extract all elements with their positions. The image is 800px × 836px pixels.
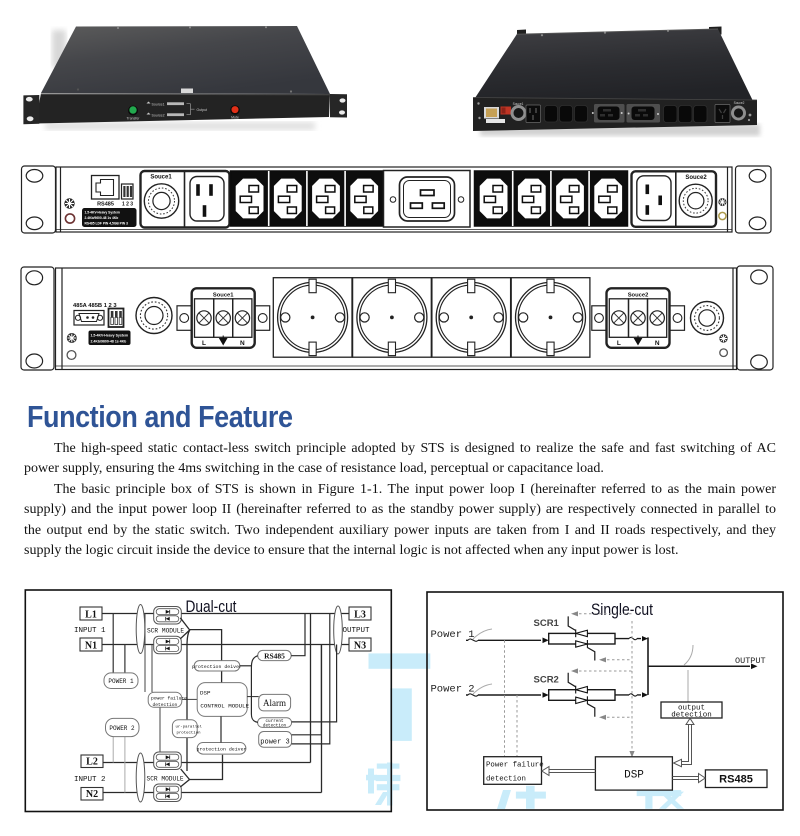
svg-text:POWER 1: POWER 1 (108, 678, 134, 685)
svg-text:SCR2: SCR2 (534, 675, 559, 686)
svg-text:Power failure: Power failure (486, 762, 544, 770)
svg-text:DSP: DSP (624, 770, 644, 782)
svg-text:N3: N3 (354, 641, 366, 652)
svg-text:SCR1: SCR1 (534, 618, 560, 629)
svg-text:power failure: power failure (151, 696, 187, 702)
svg-text:Souce1: Souce1 (213, 293, 234, 299)
svg-text:ur-parallel: ur-parallel (176, 725, 203, 730)
svg-text:INPUT 1: INPUT 1 (74, 627, 106, 635)
svg-text:POWER 2: POWER 2 (109, 725, 135, 732)
svg-text:detection: detection (153, 702, 178, 708)
svg-text:Single-cut: Single-cut (591, 601, 653, 619)
svg-text:Souce1: Souce1 (150, 175, 172, 181)
svg-text:Souce1: Souce1 (513, 102, 524, 106)
svg-text:Souce2: Souce2 (685, 175, 707, 181)
svg-text:CONTROL MODULE: CONTROL MODULE (200, 703, 249, 710)
svg-text:Power 1: Power 1 (431, 629, 475, 641)
svg-text:L1: L1 (85, 610, 97, 621)
svg-text:detection: detection (671, 712, 712, 720)
svg-text:RS485: RS485 (719, 774, 753, 786)
svg-text:Output: Output (197, 108, 208, 112)
svg-text:L2: L2 (86, 757, 98, 768)
svg-text:L: L (202, 340, 206, 347)
svg-text:SCR MODULE: SCR MODULE (147, 776, 184, 783)
svg-text:SCR MODULE: SCR MODULE (147, 628, 184, 635)
svg-text:N2: N2 (86, 789, 98, 800)
svg-text:L3: L3 (354, 610, 366, 621)
svg-text:output: output (678, 705, 705, 713)
svg-text:1.5-4KV-Heavy System: 1.5-4KV-Heavy System (91, 334, 129, 338)
svg-text:protection deiver: protection deiver (197, 747, 247, 753)
svg-text:N1: N1 (85, 641, 97, 652)
svg-text:Souce2: Souce2 (628, 293, 649, 299)
svg-text:Power 2: Power 2 (431, 684, 475, 696)
svg-text:Source1: Source1 (152, 103, 165, 107)
svg-text:current: current (265, 719, 283, 724)
svg-text:2.4Kb/9600-48 1s 4Kb: 2.4Kb/9600-48 1s 4Kb (91, 340, 127, 344)
svg-text:Alarm: Alarm (263, 698, 286, 708)
svg-text:Mute: Mute (231, 116, 239, 120)
svg-text:Souce2: Souce2 (734, 101, 745, 105)
svg-text:protection deiver: protection deiver (192, 664, 242, 670)
svg-text:power 3: power 3 (260, 739, 289, 747)
svg-text:detection: detection (263, 724, 287, 729)
svg-text:protection: protection (177, 731, 202, 736)
svg-text:RS485: RS485 (264, 651, 285, 660)
svg-text:INPUT 2: INPUT 2 (74, 776, 106, 784)
svg-text:detection: detection (486, 776, 526, 784)
svg-text:N: N (240, 340, 245, 347)
svg-text:Transfer: Transfer (127, 117, 141, 121)
svg-text:Dual-cut: Dual-cut (186, 598, 237, 616)
svg-text:DSP: DSP (200, 690, 211, 697)
svg-text:RS485: RS485 (97, 202, 114, 208)
svg-text:1.5-4KV-Heavy System: 1.5-4KV-Heavy System (85, 211, 120, 215)
svg-text:485A 485B 1 2 3: 485A 485B 1 2 3 (73, 303, 117, 309)
svg-text:OUTPUT: OUTPUT (343, 627, 371, 635)
svg-text:RS485 LDF PIN 4,5GB PIN 3: RS485 LDF PIN 4,5GB PIN 3 (85, 222, 129, 226)
svg-text:1 2 3: 1 2 3 (122, 202, 133, 208)
svg-text:OUTPUT: OUTPUT (735, 656, 766, 666)
svg-text:Source2: Source2 (152, 114, 165, 118)
svg-text:2.4Kb/9600-48 1s 4Kb: 2.4Kb/9600-48 1s 4Kb (85, 216, 119, 220)
